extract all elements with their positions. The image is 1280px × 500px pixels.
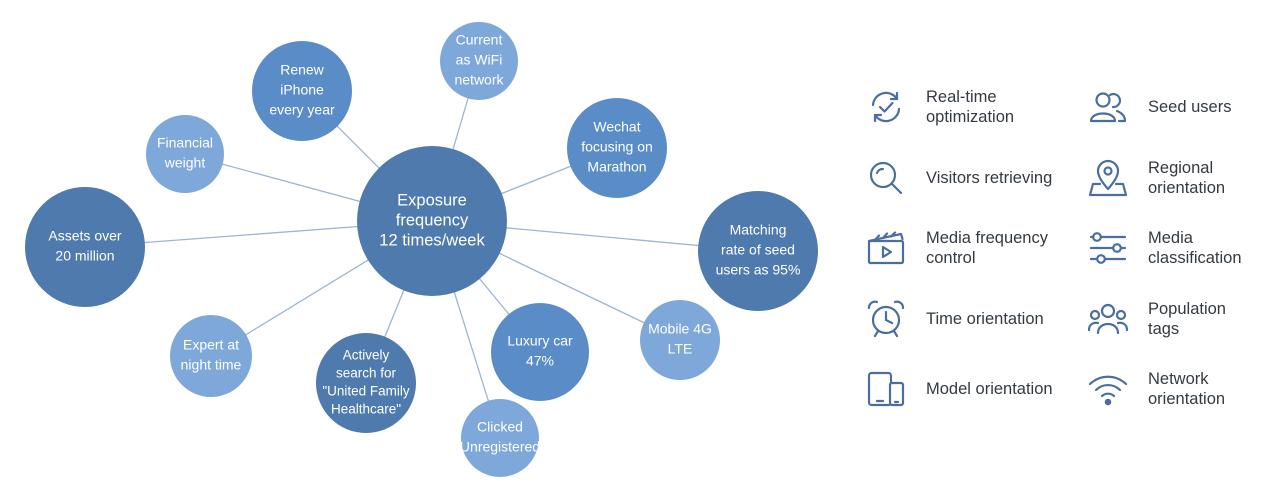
bubble-wechat-label-line: Wechat [593,119,640,135]
bubble-wifi-label-line: network [454,72,504,88]
legend-item: Real-time optimization [860,72,1082,143]
legend-label: Population tags [1148,299,1226,338]
bubble-clicked-label-line: Unregistered [460,439,540,455]
legend-label: Seed users [1148,98,1232,117]
bubble-assets-label-line: Assets over [48,228,121,244]
center-bubble-label-line: 12 times/week [379,231,485,249]
bubble-actively-label-line: "United Family [322,384,410,399]
legend-label: Time orientation [926,309,1044,328]
wifi-icon [1082,363,1134,415]
center-bubble: Exposure frequency 12 times/week [357,146,507,296]
bubble-matching: Matching rate of seed users as 95% [698,191,818,311]
bubble-actively-label-line: Healthcare" [331,402,401,417]
bubble-expert-label-line: Expert at [183,337,239,353]
bubble-actively-label-line: search for [336,366,397,381]
bubble-mobile-circle [640,300,720,380]
map-pin-icon [1082,152,1134,204]
legend-label: Real-time optimization [926,88,1015,127]
devices-icon [860,363,912,415]
legend-item: Media classification [1082,213,1270,284]
exposure-diagram: Assets over 20 million Financial weight Rene… [25,22,818,477]
bubble-expert-circle [170,315,252,397]
legend-label: Regional orientation [1148,158,1226,197]
bubble-renew-label-line: iPhone [280,82,324,98]
center-bubble-label-line: Exposure [397,191,467,209]
bubble-wifi-label-line: Current [456,32,503,48]
bubble-wechat: Wechat focusing on Marathon [567,98,667,198]
bubble-wifi-circle [440,22,518,100]
refresh-check-icon [860,81,912,133]
legend-label: Media classification [1148,229,1242,268]
bubble-mobile-label-line: Mobile 4G [648,321,712,337]
population-icon [1082,293,1134,345]
alarm-clock-icon [860,293,912,345]
center-bubble-circle [357,146,507,296]
bubble-renew: Renew iPhone every year [252,41,352,141]
bubble-luxury-label-line: Luxury car [507,333,573,349]
bubble-financial-label-line: Financial [157,135,213,151]
bubble-matching-label-line: users as 95% [716,262,801,278]
bubbles: Assets over 20 million Financial weight Rene… [25,22,818,477]
bubble-expert: Expert at night time [170,315,252,397]
bubble-luxury: Luxury car 47% [491,303,589,401]
legend-label: Model orientation [926,380,1053,399]
bubble-mobile-label-line: LTE [668,341,693,357]
bubble-actively-circle [316,333,416,433]
bubble-actively: Actively search for "United FamilyHealthca… [316,333,416,433]
bubble-mobile: Mobile 4G LTE [640,300,720,380]
legend-item: Seed users [1082,72,1270,143]
bubble-luxury-label-line: 47% [526,353,554,369]
legend-item: Media frequency control [860,213,1082,284]
bubble-wifi: Current as WiFi network [440,22,518,100]
bubble-wechat-label-line: Marathon [587,159,646,175]
bubble-wechat-label-line: focusing on [581,139,653,155]
legend-item: Network orientation [1082,354,1270,425]
bubble-matching-label-line: Matching [730,222,787,238]
center-bubble-label-line: frequency [396,211,469,229]
bubble-renew-label-line: Renew [280,62,324,78]
legend-item: Time orientation [860,284,1082,355]
bubble-luxury-circle [491,303,589,401]
bubble-financial-circle [146,115,224,193]
bubble-matching-label-line: rate of seed [721,242,795,258]
sliders-icon [1082,222,1134,274]
legend-label: Network orientation [1148,370,1226,409]
bubble-clicked-label-line: Clicked [477,419,523,435]
bubble-clicked-circle [461,399,539,477]
legend-label: Media frequency control [926,229,1048,268]
bubble-renew-circle [252,41,352,141]
bubble-financial-label-line: weight [164,155,206,171]
users-icon [1082,81,1134,133]
bubble-assets: Assets over 20 million [25,187,145,307]
bubble-matching-circle [698,191,818,311]
legend-item: Population tags [1082,284,1270,355]
bubble-wifi-label-line: as WiFi [456,52,503,68]
bubble-financial: Financial weight [146,115,224,193]
bubble-wechat-circle [567,98,667,198]
bubble-assets-label-line: 20 million [55,248,114,264]
legend-label: Visitors retrieving [926,168,1053,187]
bubble-assets-circle [25,187,145,307]
media-icon [860,222,912,274]
legend-item: Visitors retrieving [860,143,1082,214]
bubble-expert-label-line: night time [181,357,242,373]
legend-item: Model orientation [860,354,1082,425]
bubble-actively-label-line: Actively [343,348,390,363]
search-icon [860,152,912,204]
bubble-renew-label-line: every year [269,102,335,118]
legend-item: Regional orientation [1082,143,1270,214]
